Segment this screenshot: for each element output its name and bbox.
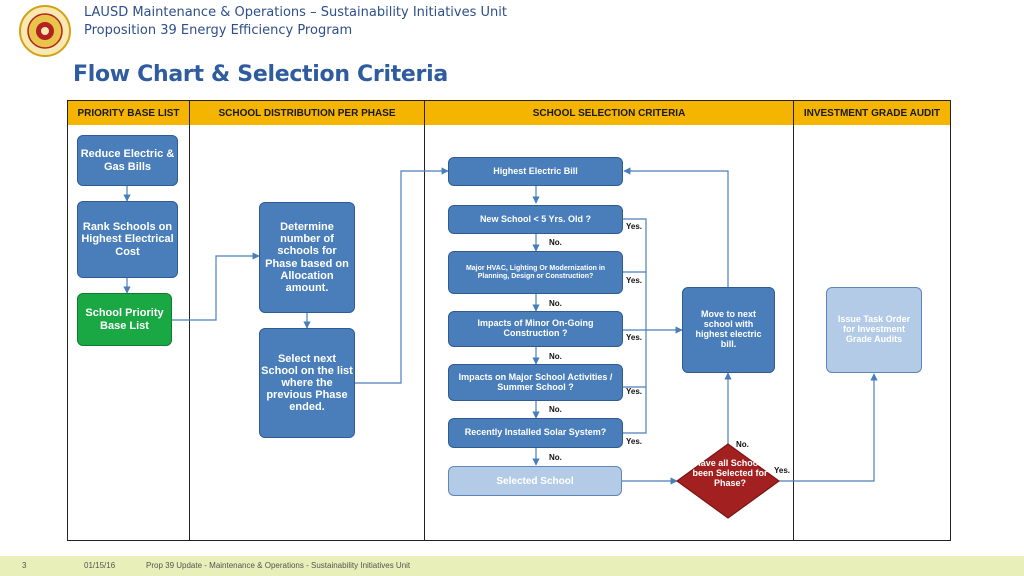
no-label: No. bbox=[549, 238, 562, 247]
reduce-bills-box: Reduce Electric & Gas Bills bbox=[77, 135, 178, 186]
no-label: No. bbox=[549, 299, 562, 308]
column-header-audit: INVESTMENT GRADE AUDIT bbox=[794, 101, 951, 125]
major-hvac-box: Major HVAC, Lighting Or Modernization in… bbox=[448, 251, 623, 294]
header-org-line: LAUSD Maintenance & Operations – Sustain… bbox=[84, 5, 507, 20]
yes-label: Yes. bbox=[626, 333, 643, 342]
decision-diamond bbox=[675, 443, 781, 519]
rank-schools-box: Rank Schools on Highest Electrical Cost bbox=[77, 201, 178, 278]
page-number: 3 bbox=[22, 561, 27, 570]
solar-system-box: Recently Installed Solar System? bbox=[448, 418, 623, 448]
footer-date: 01/15/16 bbox=[84, 561, 116, 570]
yes-label: Yes. bbox=[626, 276, 643, 285]
new-school-box: New School < 5 Yrs. Old ? bbox=[448, 205, 623, 234]
column-header-selection: SCHOOL SELECTION CRITERIA bbox=[425, 101, 794, 125]
yes-label: Yes. bbox=[626, 437, 643, 446]
yes-label: Yes. bbox=[626, 387, 643, 396]
highest-electric-bill-box: Highest Electric Bill bbox=[448, 157, 623, 186]
selected-school-box: Selected School bbox=[448, 466, 622, 496]
column-divider bbox=[424, 100, 425, 541]
move-next-school-box: Move to next school with highest electri… bbox=[682, 287, 775, 373]
page-title: Flow Chart & Selection Criteria bbox=[73, 62, 448, 87]
no-label: No. bbox=[549, 453, 562, 462]
issue-task-order-box: Issue Task Order for Investment Grade Au… bbox=[826, 287, 922, 373]
decision-label: Have all Schools been Selected for Phase… bbox=[692, 458, 768, 488]
flowchart-frame bbox=[67, 100, 951, 541]
select-next-school-box: Select next School on the list where the… bbox=[259, 328, 355, 438]
no-label: No. bbox=[549, 405, 562, 414]
no-label: No. bbox=[736, 440, 749, 449]
column-divider bbox=[793, 100, 794, 541]
yes-label: Yes. bbox=[626, 222, 643, 231]
header-program-line: Proposition 39 Energy Efficiency Program bbox=[84, 23, 353, 38]
major-activities-box: Impacts on Major School Activities / Sum… bbox=[448, 364, 623, 401]
determine-number-box: Determine number of schools for Phase ba… bbox=[259, 202, 355, 313]
footer-text: Prop 39 Update - Maintenance & Operation… bbox=[146, 561, 411, 570]
lausd-seal-logo bbox=[19, 5, 71, 57]
column-header-distribution: SCHOOL DISTRIBUTION PER PHASE bbox=[190, 101, 425, 125]
yes-label: Yes. bbox=[774, 466, 791, 475]
minor-construction-box: Impacts of Minor On-Going Construction ? bbox=[448, 311, 623, 347]
no-label: No. bbox=[549, 352, 562, 361]
school-priority-list-box: School Priority Base List bbox=[77, 293, 172, 346]
footer-bar: 3 01/15/16 Prop 39 Update - Maintenance … bbox=[0, 556, 1024, 576]
